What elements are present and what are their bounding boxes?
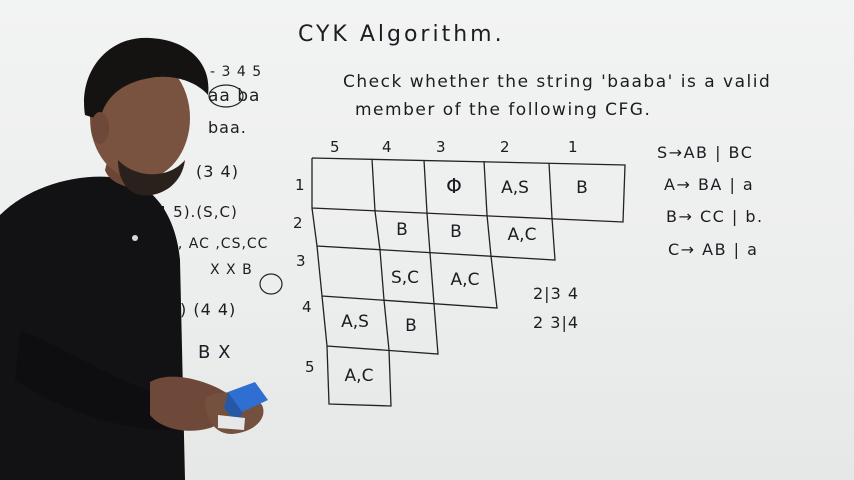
row-header-2: 2 xyxy=(293,214,303,232)
col-header-1: 1 xyxy=(568,138,578,156)
question-line-2: member of the following CFG. xyxy=(355,100,652,120)
row-header-3: 3 xyxy=(296,252,306,270)
grammar-rule-a: A→ BA | a xyxy=(664,175,755,194)
board-title: CYK Algorithm. xyxy=(298,22,505,47)
left-note-8: ) (4 4) xyxy=(180,300,237,319)
row-header-1: 1 xyxy=(295,176,305,194)
left-note-7: X X B xyxy=(210,262,253,278)
cell-r5-c5: A,C xyxy=(344,366,374,386)
cell-r4-c4: B xyxy=(405,316,417,336)
cell-r4-c5: A,S xyxy=(341,312,369,332)
left-note-4: (3 4) xyxy=(196,162,239,181)
cell-r1-c1: B xyxy=(576,178,588,198)
col-header-2: 2 xyxy=(500,138,510,156)
col-header-4: 4 xyxy=(382,138,392,156)
left-note-2: aa ba xyxy=(208,86,261,106)
left-note-5: (4 5).(S,C) xyxy=(150,203,238,221)
left-note-1: - 3 4 5 xyxy=(210,64,263,80)
row-header-5: 5 xyxy=(305,358,315,376)
split-note-2: 2 3|4 xyxy=(533,313,580,332)
col-header-3: 3 xyxy=(436,138,446,156)
grammar-rule-c: C→ AB | a xyxy=(668,240,759,259)
left-note-9: B X xyxy=(198,342,232,363)
question-line-1: Check whether the string 'baaba' is a va… xyxy=(343,72,772,92)
grammar-rule-s: S→AB | BC xyxy=(657,143,754,162)
cell-r2-c3: B xyxy=(450,222,462,242)
grammar-rule-b: B→ CC | b. xyxy=(666,207,764,226)
left-note-6: S, AC ,CS,CC xyxy=(168,236,269,252)
presenter-figure xyxy=(0,37,268,480)
cell-r3-c4: S,C xyxy=(390,268,420,288)
cell-r3-c3: A,C xyxy=(450,270,480,290)
left-note-3: baa. xyxy=(208,118,247,137)
row-header-4: 4 xyxy=(302,298,312,316)
split-note-1: 2|3 4 xyxy=(533,284,580,303)
cell-r1-c3: Φ xyxy=(446,174,462,198)
col-header-5: 5 xyxy=(330,138,340,156)
cell-r1-c2: A,S xyxy=(501,178,529,198)
cell-r2-c4: B xyxy=(396,220,408,240)
cell-r2-c2: A,C xyxy=(507,225,537,245)
